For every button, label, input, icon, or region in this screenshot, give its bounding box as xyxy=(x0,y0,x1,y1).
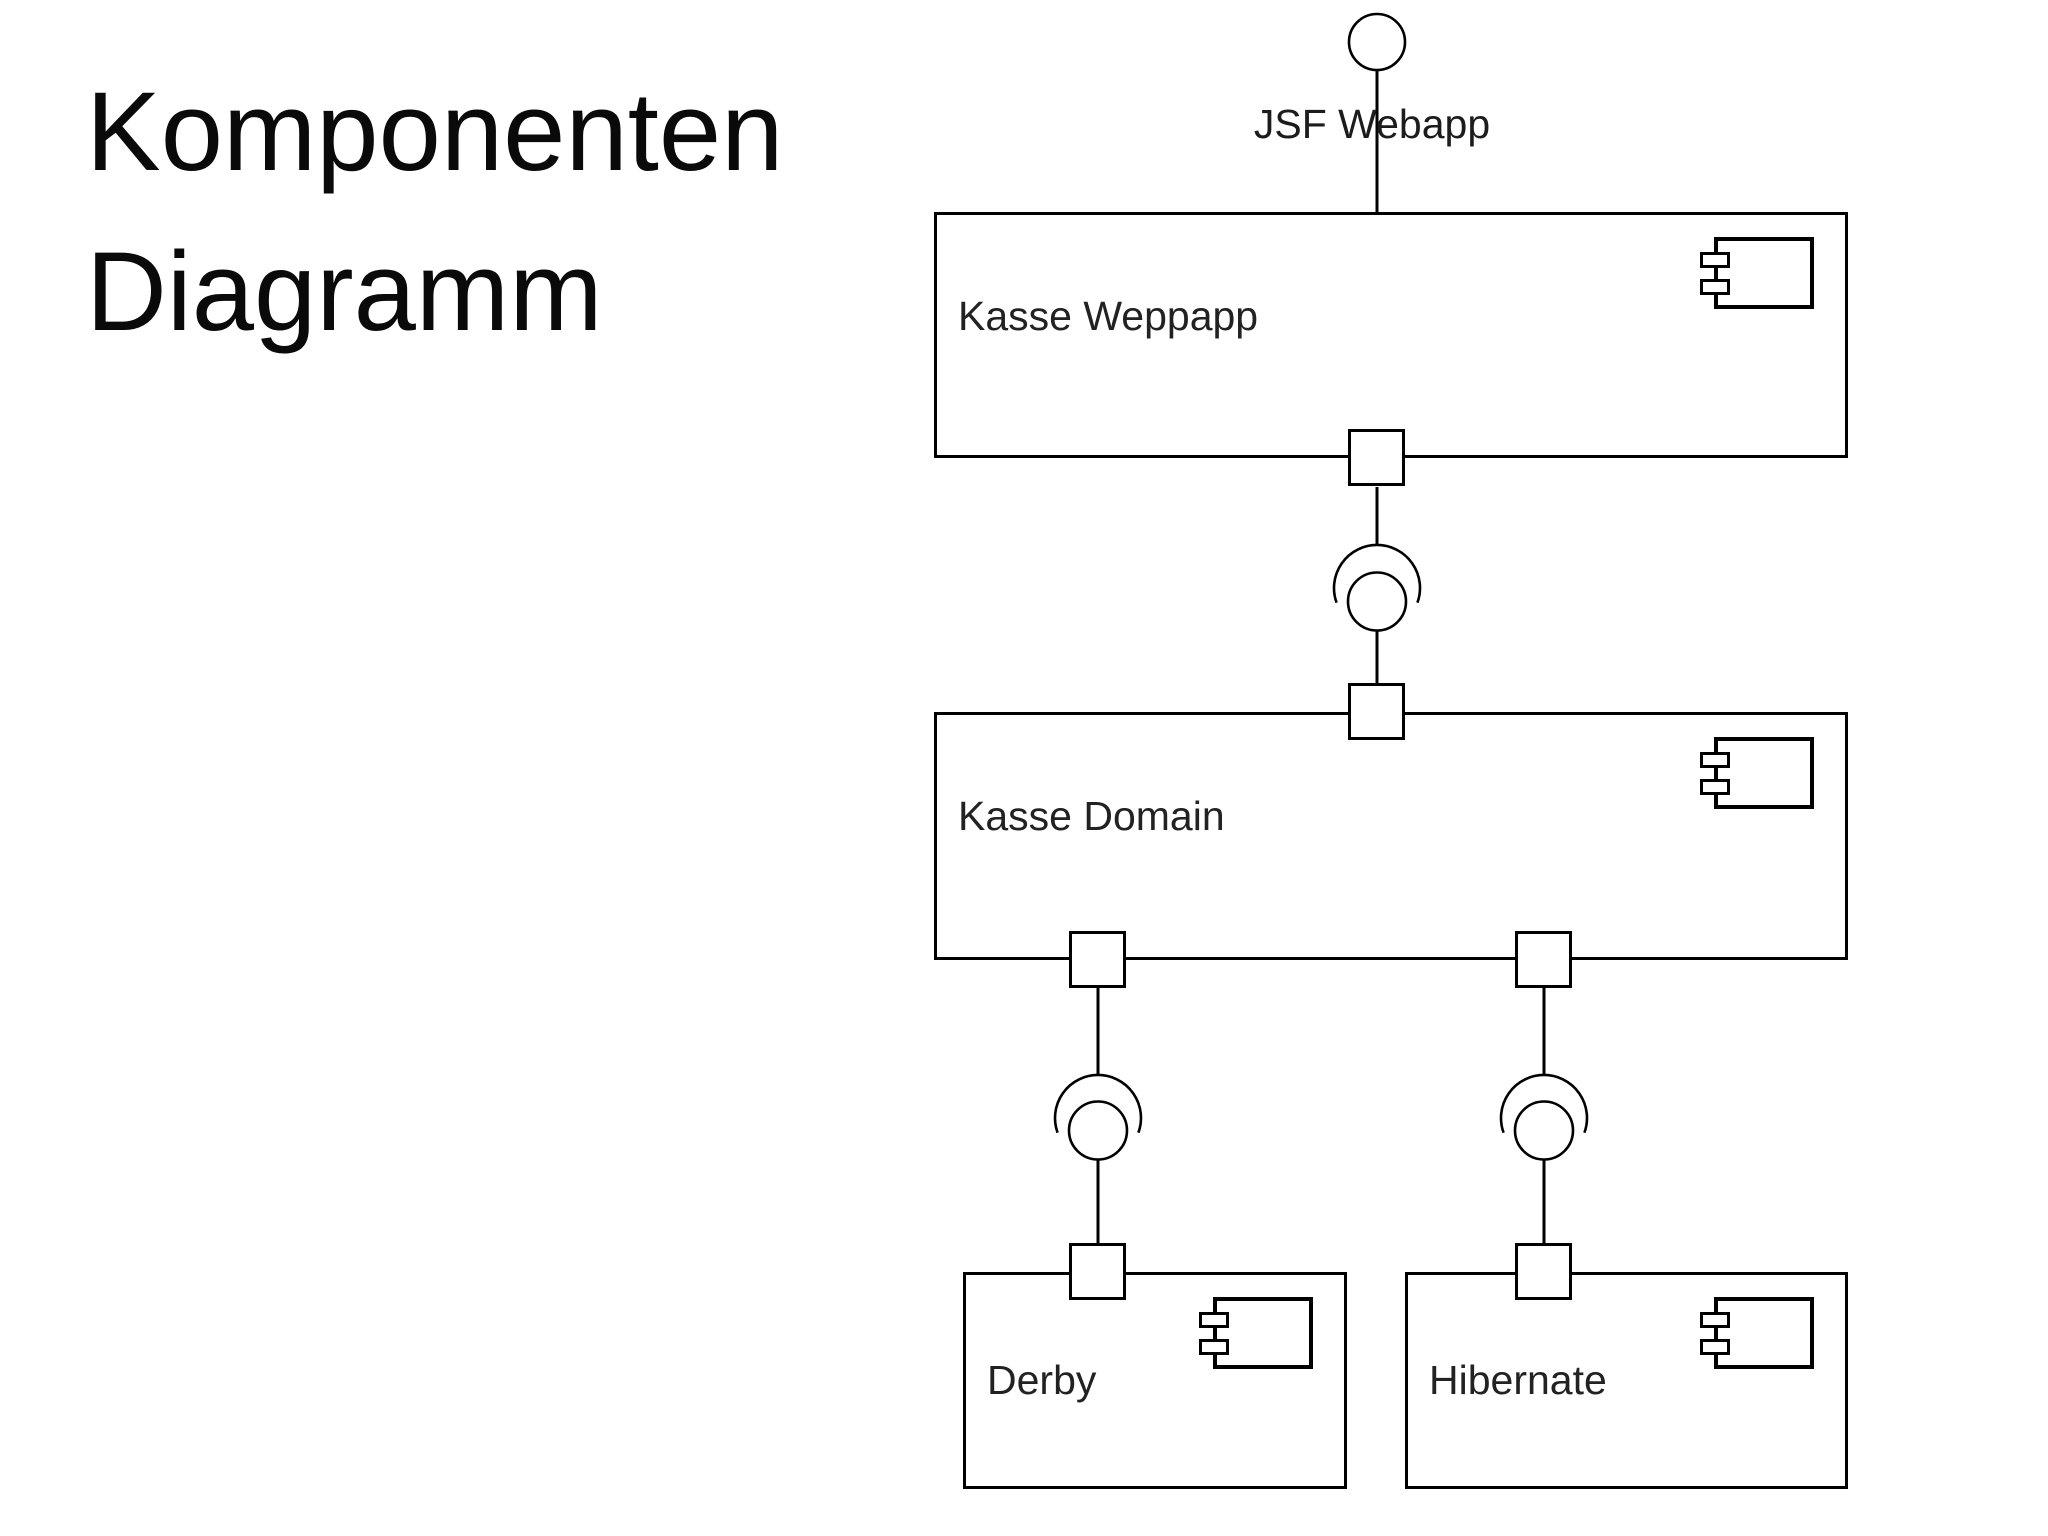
ball-interface-icon xyxy=(1067,1100,1129,1161)
ball-interface-icon xyxy=(1346,571,1408,632)
component-label: Derby xyxy=(987,1357,1097,1403)
component-icon-tab xyxy=(1700,1339,1730,1355)
ball-interface-icon xyxy=(1513,1100,1575,1161)
socket-arc-icon xyxy=(1499,1073,1589,1134)
port-hibernate-top xyxy=(1515,1243,1572,1300)
component-icon-tab xyxy=(1700,779,1730,795)
component-box-hibernate: Hibernate xyxy=(1405,1272,1848,1489)
port-kasse-domain-top xyxy=(1348,683,1405,740)
component-icon xyxy=(1700,737,1814,809)
component-box-derby: Derby xyxy=(963,1272,1347,1489)
component-box-kasse-weppapp: Kasse Weppapp xyxy=(934,212,1848,458)
connector-weppapp-domain xyxy=(1332,487,1422,684)
component-label: Kasse Domain xyxy=(958,793,1225,839)
component-icon-tab xyxy=(1199,1312,1229,1328)
component-icon-tab xyxy=(1700,279,1730,295)
port-kasse-domain-bottom-left xyxy=(1069,931,1126,988)
connector-domain-hibernate xyxy=(1499,988,1589,1244)
component-icon xyxy=(1700,1297,1814,1369)
port-kasse-weppapp-bottom xyxy=(1348,429,1405,486)
connector-domain-derby xyxy=(1053,988,1143,1244)
component-box-kasse-domain: Kasse Domain xyxy=(934,712,1848,960)
interface-label-jsf-webapp: JSF Webapp xyxy=(1253,101,1491,147)
component-label: Hibernate xyxy=(1429,1357,1607,1403)
title-line-1: Komponenten xyxy=(86,69,784,194)
component-icon-tab xyxy=(1199,1339,1229,1355)
provided-interface-circle-icon xyxy=(1347,12,1407,72)
title-line-2: Diagramm xyxy=(86,229,603,354)
socket-arc-icon xyxy=(1332,543,1422,604)
component-icon-tab xyxy=(1700,752,1730,768)
component-icon-tab xyxy=(1700,252,1730,268)
port-derby-top xyxy=(1069,1243,1126,1300)
component-icon-tab xyxy=(1700,1312,1730,1328)
component-icon xyxy=(1700,237,1814,309)
slide-title: Komponenten Diagramm xyxy=(86,52,783,372)
component-icon xyxy=(1199,1297,1313,1369)
port-kasse-domain-bottom-right xyxy=(1515,931,1572,988)
socket-arc-icon xyxy=(1053,1073,1143,1134)
component-label: Kasse Weppapp xyxy=(958,293,1259,339)
